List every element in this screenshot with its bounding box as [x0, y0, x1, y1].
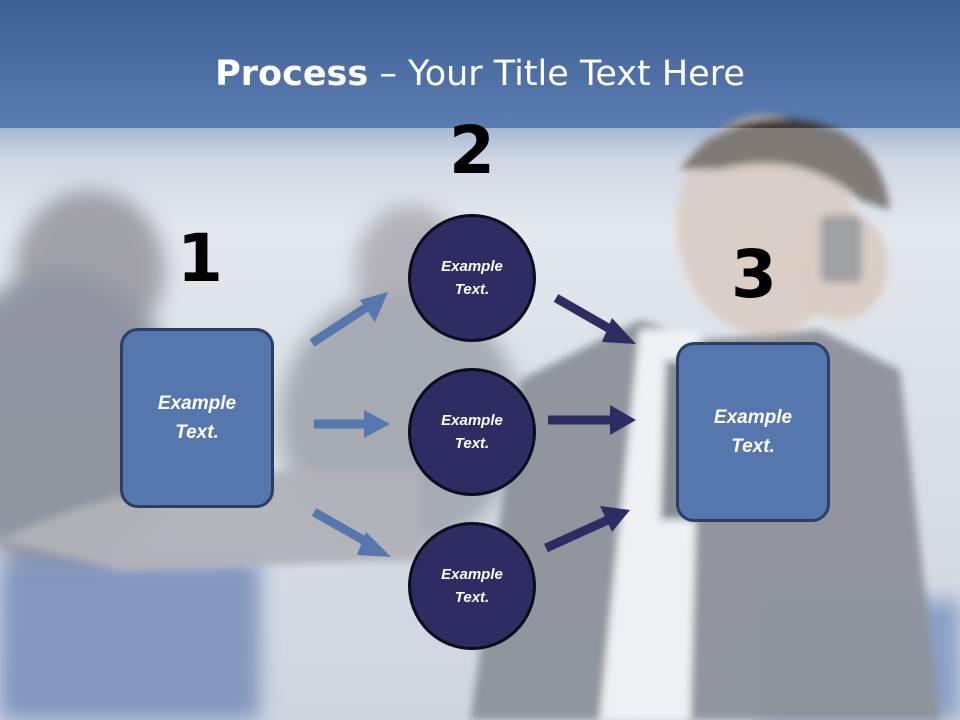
- title-bold: Process: [215, 54, 369, 94]
- step-2-circle-bottom[interactable]: Example Text.: [408, 522, 536, 650]
- circle-bottom-text: Example Text.: [441, 566, 503, 606]
- arrow-right-top: [553, 294, 636, 344]
- step-2-circle-middle[interactable]: Example Text.: [408, 368, 536, 496]
- step-1-text: Example Text.: [157, 393, 237, 443]
- arrow-left-bottom: [311, 508, 391, 557]
- slide-title: Process – Your Title Text Here: [0, 52, 960, 96]
- step-2-circle-top[interactable]: Example Text.: [408, 214, 536, 342]
- step-number-2: 2: [449, 112, 495, 189]
- arrow-right-bottom: [544, 506, 630, 553]
- step-3-text: Example Text.: [713, 407, 793, 457]
- title-rest: – Your Title Text Here: [368, 54, 745, 94]
- circle-top-text: Example Text.: [441, 258, 503, 298]
- arrow-left-middle: [314, 410, 390, 438]
- step-3-box[interactable]: Example Text.: [676, 342, 830, 522]
- circle-middle-text: Example Text.: [441, 412, 503, 452]
- step-number-1: 1: [177, 220, 223, 297]
- arrow-left-top: [309, 292, 388, 347]
- step-number-3: 3: [731, 236, 777, 313]
- arrow-right-middle: [548, 405, 636, 435]
- step-1-box[interactable]: Example Text.: [120, 328, 274, 508]
